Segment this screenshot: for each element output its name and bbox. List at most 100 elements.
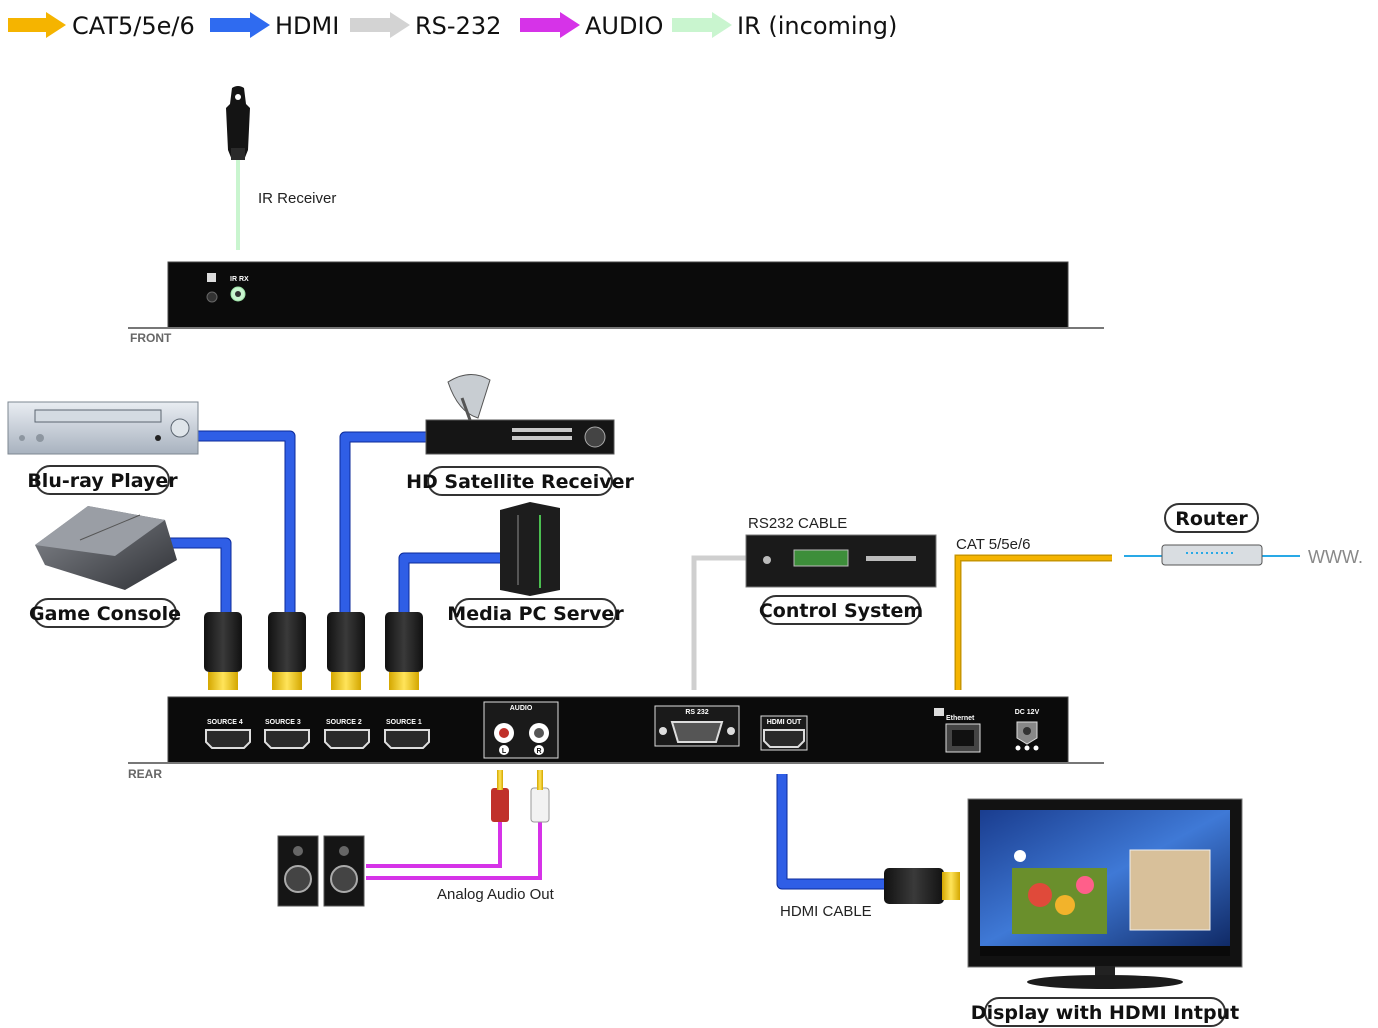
rs232-port-label: RS 232 bbox=[685, 709, 708, 716]
control-system bbox=[745, 534, 937, 588]
game-console-label: Game Console bbox=[29, 603, 181, 625]
www-label: WWW. bbox=[1308, 547, 1363, 567]
legend-arrow-hdmi bbox=[210, 12, 270, 38]
hdmi-port-icon bbox=[384, 729, 430, 749]
dc-power-port: DC 12V bbox=[1015, 709, 1040, 751]
rca-plug-white bbox=[530, 770, 550, 823]
display bbox=[967, 798, 1243, 989]
ethernet-port: Ethernet bbox=[934, 708, 981, 753]
cat-cable bbox=[956, 556, 1112, 690]
legend-item-ir: IR (incoming) bbox=[672, 12, 897, 40]
hdmi-plug-icon bbox=[884, 868, 944, 904]
bluray-disc-tray bbox=[34, 409, 162, 423]
ir-receiver-label: IR Receiver bbox=[258, 190, 336, 207]
display-hdmi-plug bbox=[884, 868, 960, 904]
hdmi-plug-icon bbox=[327, 612, 365, 672]
rca-white-plug-icon bbox=[530, 787, 550, 823]
ir-receiver-icon bbox=[226, 86, 250, 160]
audio-right-jack-icon bbox=[534, 728, 544, 738]
hdmi-cable-label: HDMI CABLE bbox=[780, 903, 872, 920]
legend-label-ir: IR (incoming) bbox=[737, 12, 897, 40]
control-system-pill bbox=[761, 595, 921, 625]
display-label: Display with HDMI Intput bbox=[971, 1002, 1239, 1024]
hdmi-plug-icon bbox=[204, 612, 242, 672]
audio-r-label: R bbox=[536, 748, 541, 755]
hdmi-port-source1: SOURCE 1 bbox=[384, 719, 430, 749]
game-console-pill bbox=[33, 598, 177, 628]
rca-plug-red bbox=[491, 770, 509, 822]
tv-stand bbox=[1027, 975, 1183, 989]
ir-receiver-hole bbox=[235, 94, 241, 100]
display-hdmi-cable bbox=[777, 774, 885, 889]
legend-arrow-cat bbox=[8, 12, 66, 38]
front-panel-body bbox=[167, 261, 1069, 329]
analog-audio-label: Analog Audio Out bbox=[437, 886, 555, 903]
legend-item-cat: CAT5/5e/6 bbox=[8, 12, 195, 40]
hdmi-plug-source2 bbox=[327, 612, 365, 690]
hdmi-port-source4: SOURCE 4 bbox=[205, 719, 251, 749]
hdmi-input-cables bbox=[160, 430, 500, 612]
rca-red-plug-icon bbox=[491, 788, 509, 822]
audio-ports: AUDIO L R bbox=[483, 701, 559, 759]
satellite-hdmi-cable bbox=[340, 432, 428, 612]
rs232-cable-label: RS232 CABLE bbox=[748, 515, 847, 532]
network-icon bbox=[934, 708, 944, 716]
hdmi-out-port-icon bbox=[763, 729, 805, 748]
bluray-label: Blu-ray Player bbox=[27, 470, 178, 492]
hdmi-plug-source3 bbox=[268, 612, 306, 690]
legend-item-audio: AUDIO bbox=[520, 12, 663, 40]
audio-port-label: AUDIO bbox=[510, 705, 533, 712]
hd-satellite-receiver bbox=[425, 374, 615, 455]
hdmi-port-icon bbox=[324, 729, 370, 749]
legend-item-rs232: RS-232 bbox=[350, 12, 501, 40]
source-label: SOURCE 1 bbox=[386, 719, 422, 726]
media-pc-pill bbox=[454, 598, 617, 628]
control-system-label: Control System bbox=[759, 600, 923, 622]
dc-label: DC 12V bbox=[1015, 709, 1040, 716]
audio-cable-left bbox=[366, 820, 502, 868]
ir-receiver-plug bbox=[231, 148, 245, 160]
router bbox=[1161, 544, 1263, 566]
source-label: SOURCE 4 bbox=[207, 719, 243, 726]
ir-rx-jack-center bbox=[235, 291, 241, 297]
rear-panel-body bbox=[167, 696, 1069, 764]
legend-label-rs232: RS-232 bbox=[415, 12, 501, 40]
legend-arrow-ir bbox=[672, 12, 732, 38]
speakers bbox=[277, 835, 365, 907]
hdmi-port-source3: SOURCE 3 bbox=[264, 719, 310, 749]
db9-port-icon bbox=[670, 721, 724, 743]
console-hdmi-cable bbox=[160, 538, 231, 612]
cat-cable-label: CAT 5/5e/6 bbox=[956, 536, 1031, 553]
satellite-pill bbox=[427, 466, 613, 496]
bluray-knob-icon bbox=[170, 418, 190, 438]
legend-label-hdmi: HDMI bbox=[275, 12, 339, 40]
router-icon bbox=[1161, 544, 1263, 566]
audio-l-label: L bbox=[502, 748, 507, 755]
media-pc-label: Media PC Server bbox=[447, 603, 624, 625]
rear-panel: REAR SOURCE 4 SOURCE 3 SOURCE 2 SOURCE 1… bbox=[128, 696, 1104, 781]
audio-cable-right bbox=[366, 820, 542, 880]
mediapc-hdmi-cable bbox=[399, 553, 500, 612]
legend-item-hdmi: HDMI bbox=[210, 12, 339, 40]
bluray-hdmi-cable bbox=[198, 431, 295, 612]
router-pill bbox=[1164, 503, 1259, 533]
ir-rx-port-label: IR RX bbox=[230, 276, 249, 283]
legend: CAT5/5e/6 HDMI RS-232 AUDIO IR (incoming… bbox=[8, 12, 897, 40]
source-label: SOURCE 2 bbox=[326, 719, 362, 726]
hdmi-port-icon bbox=[264, 729, 310, 749]
ethernet-label: Ethernet bbox=[946, 715, 975, 722]
legend-arrow-audio bbox=[520, 12, 580, 38]
legend-label-cat: CAT5/5e/6 bbox=[72, 12, 195, 40]
satellite-label: HD Satellite Receiver bbox=[406, 471, 634, 493]
hdmi-port-icon bbox=[205, 729, 251, 749]
source-label: SOURCE 3 bbox=[265, 719, 301, 726]
rs232-cable bbox=[691, 555, 746, 690]
power-indicator-icon bbox=[207, 273, 216, 282]
hdmi-plug-icon bbox=[385, 612, 423, 672]
hdmi-port-source2: SOURCE 2 bbox=[324, 719, 370, 749]
hdmi-plug-source1 bbox=[385, 612, 423, 690]
legend-label-audio: AUDIO bbox=[585, 12, 663, 40]
legend-arrow-rs232 bbox=[350, 12, 410, 38]
hdmi-plug-source4 bbox=[204, 612, 242, 690]
hdmi-plug-icon bbox=[268, 612, 306, 672]
